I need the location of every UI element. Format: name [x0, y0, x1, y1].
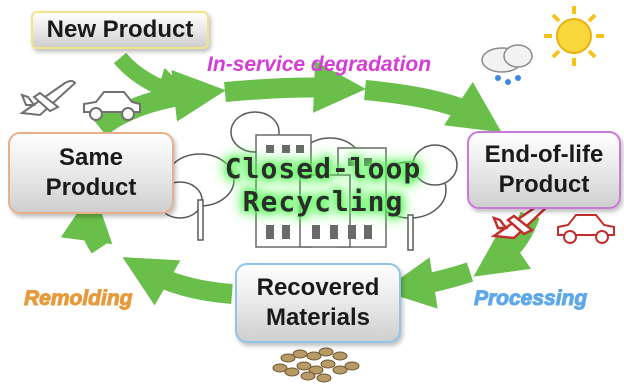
recovered-label-line2: Materials — [265, 304, 371, 331]
new-product-arrow — [113, 52, 198, 108]
cloud-rain-icon — [481, 44, 533, 85]
recovered-label-line1: Recovered — [256, 274, 380, 301]
airplane-icon — [19, 80, 77, 117]
closed-loop-recycling-title: Closed-loop Recycling — [200, 152, 446, 218]
same-product-label-line1: Same — [58, 144, 124, 171]
arrow-top-right — [364, 80, 502, 133]
buildings-icon — [255, 134, 387, 248]
in-service-degradation-label: In-service degradation — [207, 53, 432, 76]
recovered-materials-box: Recovered Materials — [235, 263, 401, 343]
arrow-left — [60, 189, 113, 254]
end-of-life-label-line2: Product — [498, 171, 590, 198]
arrow-bottom-left — [122, 257, 233, 306]
center-title-line2: Recycling — [242, 185, 404, 218]
sun-icon — [544, 6, 604, 66]
arrow-bottom-right — [382, 257, 474, 309]
damaged-car-icon — [557, 214, 615, 244]
end-of-life-label-line1: End-of-life — [484, 141, 604, 168]
new-product-box: New Product — [31, 11, 209, 49]
processing-label: Processing — [473, 287, 588, 311]
arrow-top-center — [224, 60, 366, 113]
same-product-box: Same Product — [8, 132, 174, 214]
center-title-line1: Closed-loop — [224, 152, 422, 185]
pellets-icon — [272, 347, 360, 383]
car-icon — [83, 91, 141, 121]
end-of-life-product-box: End-of-life Product — [467, 131, 621, 209]
new-product-label: New Product — [46, 16, 194, 43]
remolding-label: Remolding — [24, 287, 133, 311]
same-product-label-line2: Product — [45, 174, 137, 201]
